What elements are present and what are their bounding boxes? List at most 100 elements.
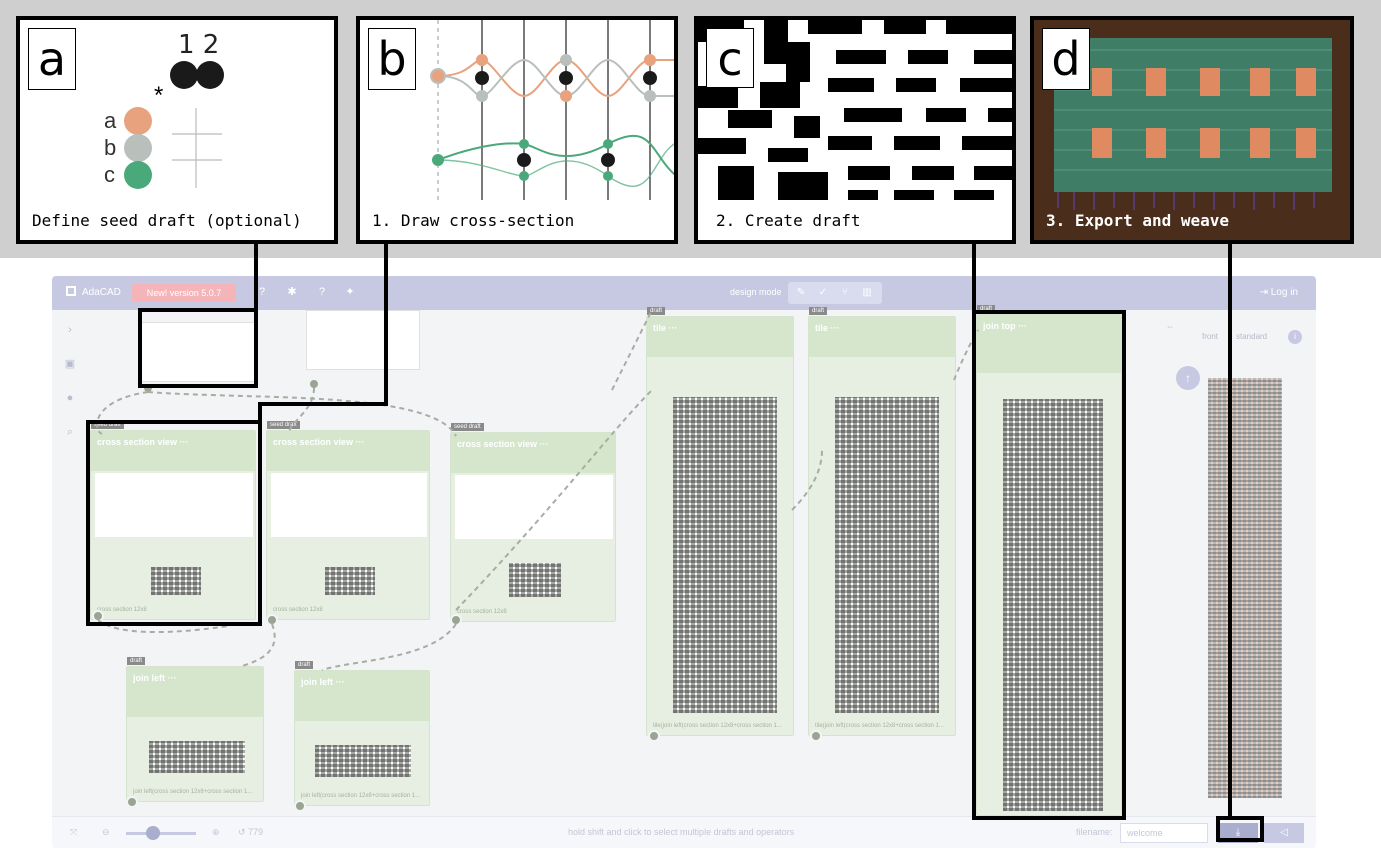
- row-label-c: c: [104, 162, 115, 187]
- edit-icon[interactable]: ✎: [796, 287, 806, 298]
- operator-footer: tile(join left(cross section 12x8+cross …: [653, 723, 782, 729]
- operator-card[interactable]: seed draft cross section view ··· cross …: [450, 423, 616, 622]
- operator-footer: join left(cross section 12x8+cross secti…: [133, 789, 253, 795]
- highlight-join-top: [972, 310, 1126, 820]
- login-icon: ⇥: [1259, 287, 1271, 298]
- panel-letter: b: [368, 28, 416, 90]
- fit-icon[interactable]: ⤧: [70, 827, 78, 837]
- comment-icon[interactable]: ●: [66, 392, 74, 404]
- cross-section-canvas[interactable]: [271, 473, 427, 537]
- brand[interactable]: AdaCAD: [66, 286, 121, 298]
- operator-card[interactable]: draft join left ··· join left(cross sect…: [294, 661, 430, 806]
- zoom-in-icon[interactable]: ⊕: [212, 827, 220, 837]
- operator-header: join top ···: [977, 315, 1121, 373]
- operator-tag: seed draft: [267, 421, 300, 429]
- up-arrow-icon[interactable]: ↑: [1176, 366, 1200, 390]
- panel-caption: Define seed draft (optional): [32, 211, 302, 230]
- operator-title: tile ···: [815, 323, 840, 333]
- draft-preview: [1003, 399, 1103, 811]
- view-standard-button[interactable]: standard: [1236, 332, 1268, 341]
- operator-header: join left ···: [127, 667, 263, 717]
- operator-footer: join left(cross section 12x8+cross secti…: [301, 793, 421, 799]
- operator-card[interactable]: draft join top ···: [976, 305, 1122, 816]
- undo-icon[interactable]: ↺ 779: [238, 827, 264, 837]
- adacad-app-window: AdaCAD New! version 5.0.7 ? ✱ ? ✦ design…: [52, 276, 1316, 848]
- top-toolbar: AdaCAD New! version 5.0.7 ? ✱ ? ✦ design…: [52, 276, 1316, 310]
- panel-letter: c: [706, 28, 754, 88]
- seed-star: *: [154, 82, 164, 109]
- operator-title: tile ···: [653, 323, 678, 333]
- output-port[interactable]: [126, 796, 138, 808]
- panel-letter: d: [1042, 28, 1090, 90]
- workspace-canvas[interactable]: › ▣ ● ⌕ seed draft cross section view ··…: [52, 305, 1146, 816]
- help-icon[interactable]: ?: [258, 286, 266, 298]
- output-port[interactable]: [810, 730, 822, 742]
- zoom-slider[interactable]: [126, 832, 196, 835]
- draft-preview: [325, 567, 375, 595]
- expand-icon[interactable]: ›: [68, 324, 72, 336]
- operator-footer: tile(join left(cross section 12x8+cross …: [815, 723, 944, 729]
- operator-card[interactable]: seed draft cross section view ··· cross …: [266, 421, 430, 620]
- row-label-a: a: [104, 108, 117, 133]
- design-mode-label: design mode: [730, 287, 782, 297]
- column-numbers: 1 2: [178, 30, 220, 60]
- draft-preview: [835, 397, 939, 713]
- bulb-icon[interactable]: ✦: [345, 286, 355, 298]
- new-version-button[interactable]: New! version 5.0.7: [132, 284, 236, 302]
- zoom-out-icon[interactable]: ⊖: [102, 827, 110, 837]
- operator-title: join left ···: [301, 677, 345, 687]
- highlight-seed-draft: [138, 308, 258, 388]
- draft-preview: [315, 745, 411, 777]
- check-icon[interactable]: ✓: [818, 287, 828, 298]
- output-port[interactable]: [294, 800, 306, 812]
- login-button[interactable]: ⇥ Log in: [1260, 287, 1298, 298]
- output-port[interactable]: [308, 378, 320, 390]
- connector-b-vert: [384, 240, 388, 406]
- operator-card[interactable]: draft join left ··· join left(cross sect…: [126, 657, 264, 802]
- draft-preview: [509, 563, 561, 597]
- operator-title: cross section view ···: [457, 439, 549, 449]
- draft-pattern: [698, 20, 1012, 200]
- branch-icon[interactable]: ⑂: [842, 287, 848, 298]
- draft-preview: [151, 567, 201, 595]
- operator-header: join left ···: [295, 671, 429, 721]
- operator-header: tile ···: [809, 317, 955, 357]
- panel-caption: 2. Create draft: [716, 211, 861, 230]
- panel-a: a 1 2 * a b c Define seed draft (optiona…: [16, 16, 338, 244]
- status-hint: hold shift and click to select multiple …: [568, 827, 795, 837]
- bottom-toolbar: ⤧ ⊖ ⊕ ↺ 779 hold shift and click to sele…: [52, 816, 1316, 848]
- panel-c: c 2. Create draft: [694, 16, 1016, 244]
- panel-d: d 3. Export and weave: [1030, 16, 1354, 244]
- seed-draft-card-2[interactable]: [306, 310, 420, 370]
- share-button[interactable]: ◁: [1264, 823, 1304, 843]
- cross-section-diagram: [430, 20, 674, 200]
- operator-title: cross section view ···: [97, 437, 189, 447]
- operator-card[interactable]: seed draft cross section view ··· cross …: [90, 421, 256, 620]
- operator-header: cross section view ···: [91, 431, 255, 471]
- operator-title: cross section view ···: [273, 437, 365, 447]
- operator-title: join left ···: [133, 673, 177, 683]
- filename-label: filename:: [1076, 827, 1113, 837]
- cross-section-canvas[interactable]: [455, 475, 613, 539]
- output-port[interactable]: [648, 730, 660, 742]
- operator-card[interactable]: draft tile ··· tile(join left(cross sect…: [808, 307, 956, 736]
- info-icon[interactable]: i: [1288, 330, 1302, 344]
- settings-icon[interactable]: ✱: [287, 286, 297, 298]
- operator-card[interactable]: draft tile ··· tile(join left(cross sect…: [646, 307, 794, 736]
- book-icon[interactable]: ▥: [862, 287, 872, 298]
- output-port[interactable]: [450, 614, 462, 626]
- help-icon[interactable]: ?: [318, 286, 326, 298]
- connector-c: [972, 240, 976, 312]
- view-front-button[interactable]: front: [1202, 332, 1219, 341]
- library-icon[interactable]: ▣: [64, 358, 76, 370]
- seed-draft-card-1[interactable]: [138, 322, 256, 382]
- output-port[interactable]: [266, 614, 278, 626]
- filename-input[interactable]: welcome: [1120, 823, 1208, 843]
- collapse-icon[interactable]: ⇔: [1166, 322, 1174, 331]
- highlight-cross-section: [86, 420, 262, 626]
- zoom-slider-handle[interactable]: [146, 826, 160, 840]
- brand-label: AdaCAD: [82, 287, 121, 298]
- cross-section-canvas[interactable]: [95, 473, 253, 537]
- search-icon[interactable]: ⌕: [66, 426, 74, 438]
